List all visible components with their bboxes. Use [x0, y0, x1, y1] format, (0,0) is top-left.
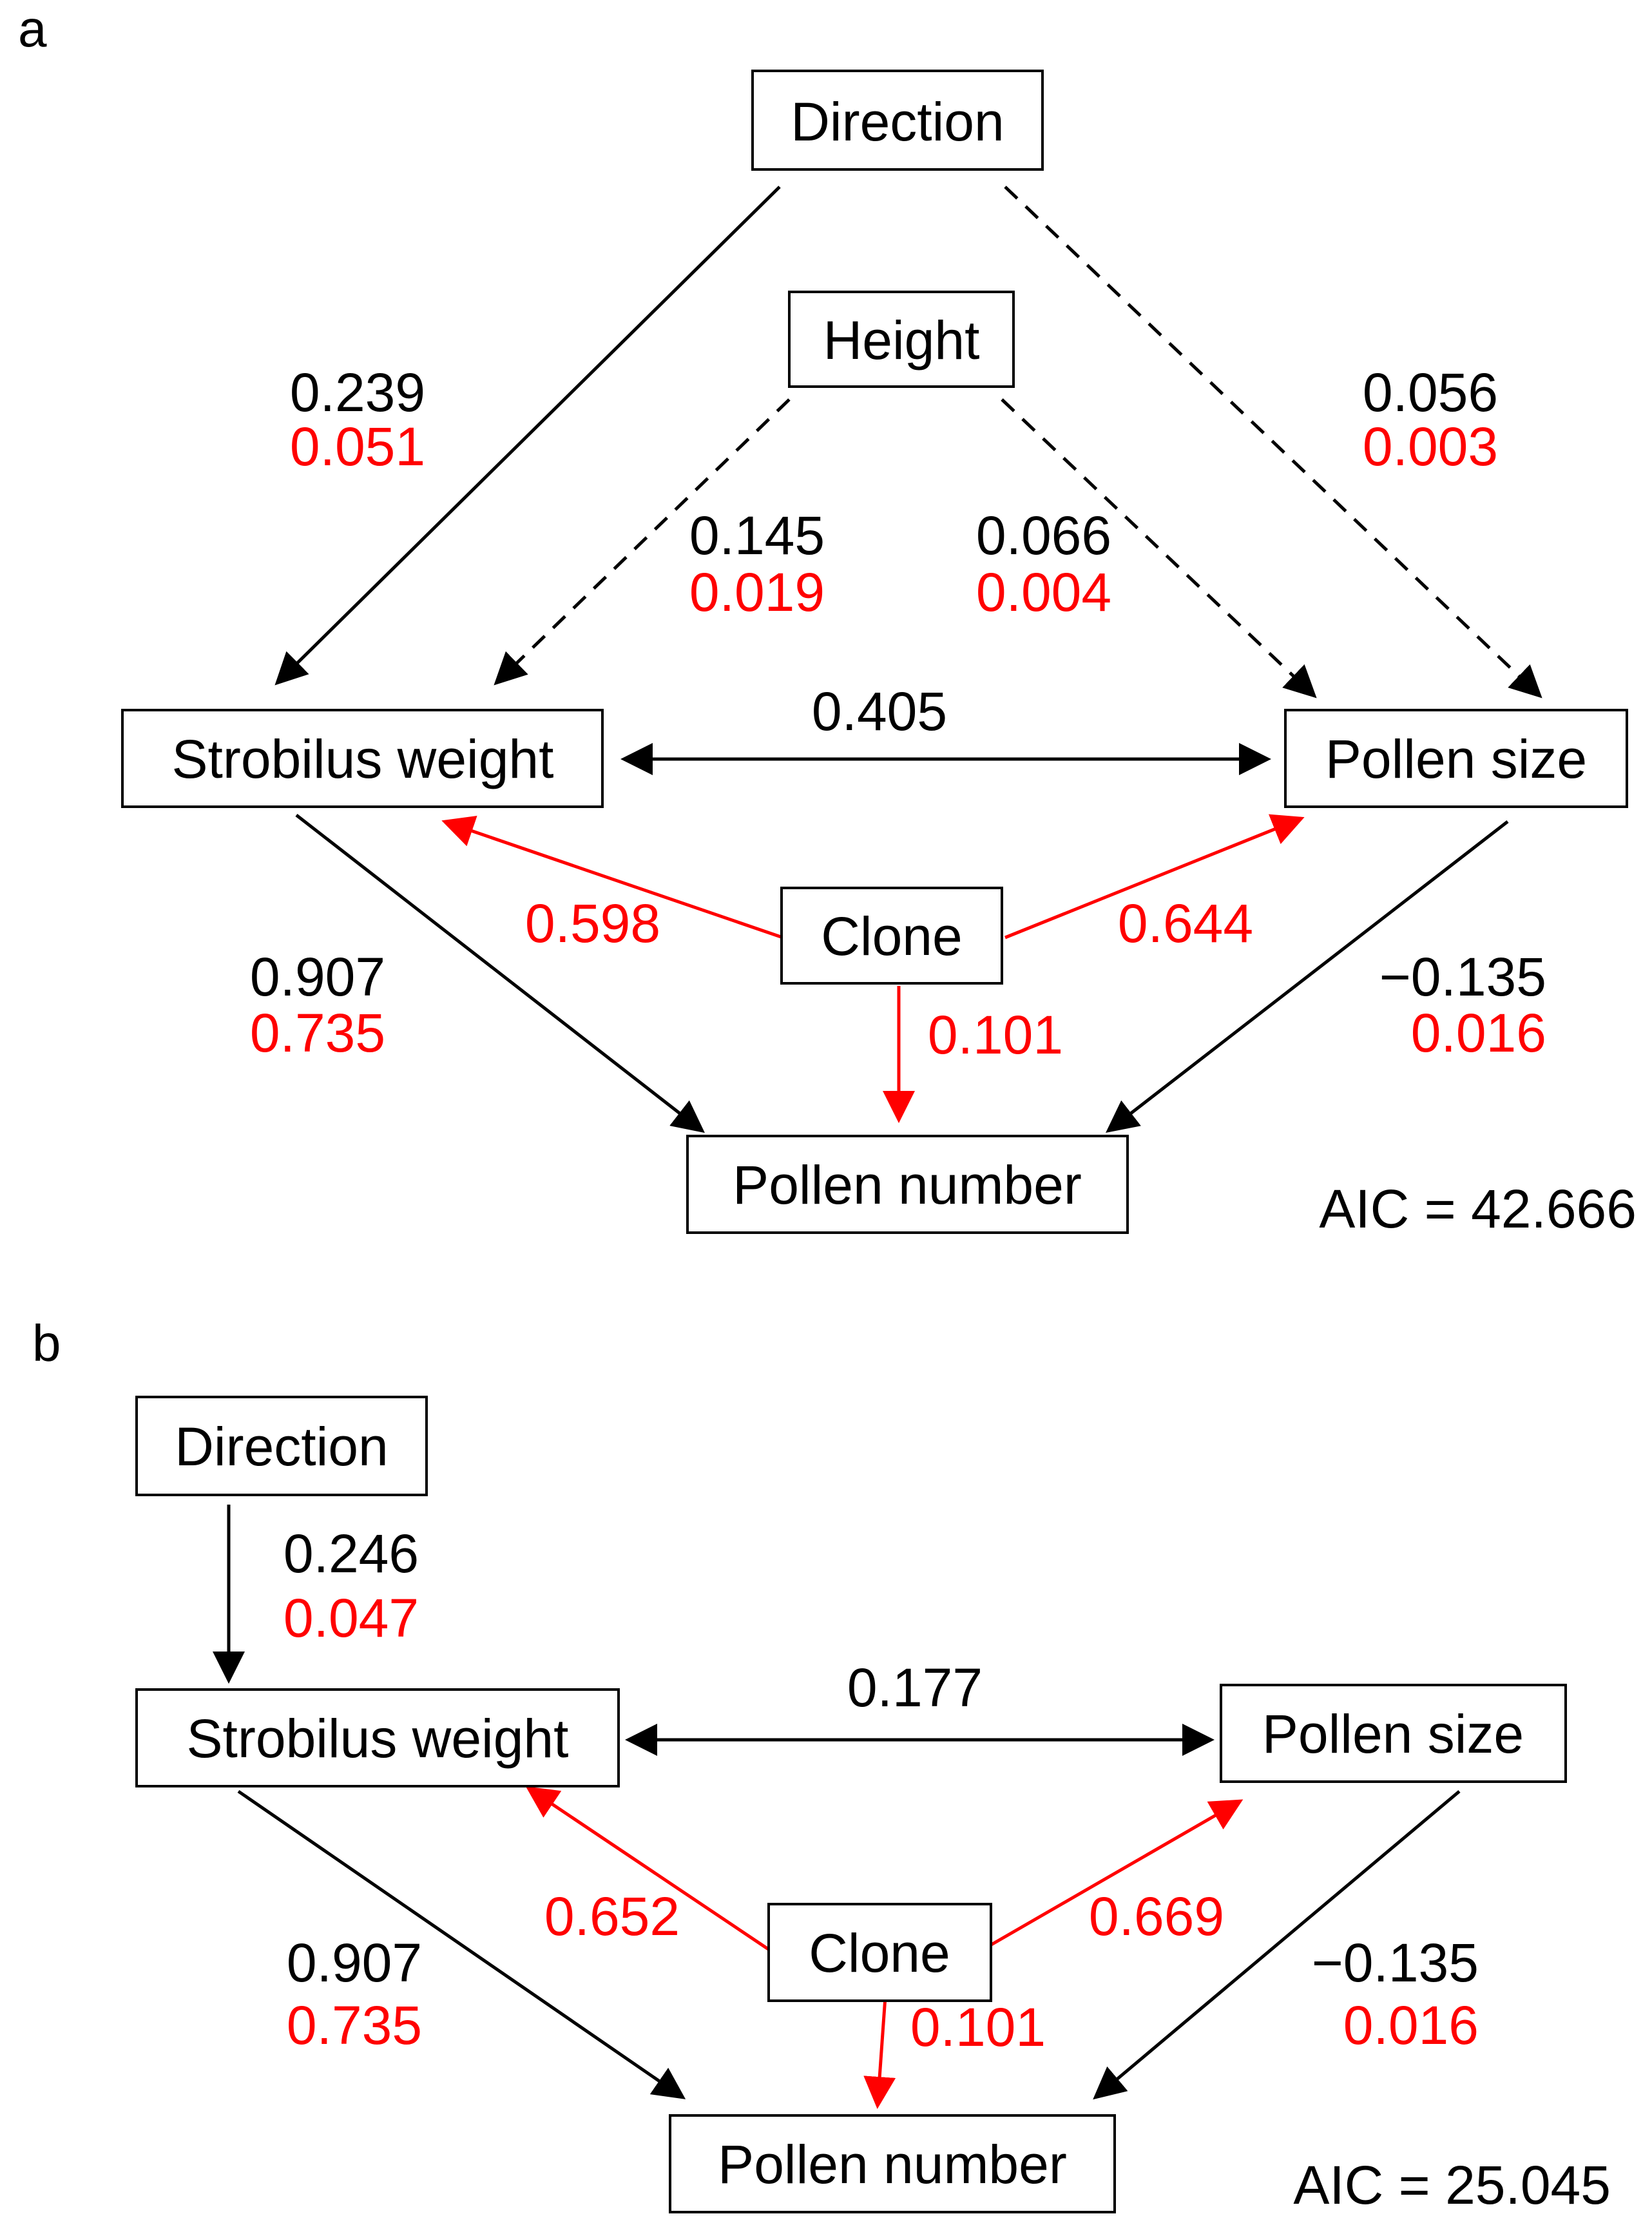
coef-b-strobilus-pollen-number: 0.907 [287, 1932, 422, 1993]
arrow-a-direction-strobilus [274, 186, 781, 686]
node-label: Pollen size [1262, 1704, 1524, 1764]
arrow-a-pollen-size-pollen-number [1106, 820, 1509, 1133]
r2-a-pollen-size-pollen-number: 0.016 [1411, 1003, 1546, 1063]
node-label: Direction [791, 92, 1004, 152]
arrow-a-strobilus-pollen-number [295, 814, 705, 1133]
node-label: Pollen size [1325, 729, 1587, 789]
r2-a-height-strobilus: 0.019 [689, 562, 825, 622]
r2-b-pollen-size-pollen-number: 0.016 [1343, 1995, 1479, 2056]
node-b-direction: Direction [135, 1396, 428, 1496]
node-label: Strobilus weight [187, 1708, 569, 1769]
arrow-a-clone-strobilus [441, 815, 783, 939]
r2-a-direction-strobilus: 0.051 [290, 416, 425, 477]
node-label: Height [823, 310, 980, 371]
panel-a: a Direction Height Strobilus weight Poll… [18, 0, 1637, 1239]
node-a-strobilus-weight: Strobilus weight [121, 709, 604, 808]
node-b-pollen-number: Pollen number [669, 2114, 1116, 2213]
node-a-clone: Clone [780, 887, 1003, 985]
coef-a-direction-pollen-size: 0.056 [1363, 362, 1498, 423]
r2-b-clone-pollen-size: 0.669 [1089, 1886, 1224, 1947]
aic-b: AIC = 25.045 [1293, 2155, 1611, 2215]
arrow-b-clone-pollen-number [863, 1987, 896, 2109]
node-b-pollen-size: Pollen size [1220, 1684, 1567, 1783]
aic-a: AIC = 42.666 [1319, 1179, 1637, 1239]
coef-b-strobilus-pollen-size: 0.177 [847, 1657, 983, 1718]
arrow-a-height-pollen-size [1001, 398, 1317, 698]
coef-a-height-strobilus: 0.145 [689, 505, 825, 566]
r2-b-clone-strobilus: 0.652 [544, 1886, 680, 1947]
coef-b-direction-strobilus: 0.246 [283, 1523, 419, 1584]
node-label: Strobilus weight [172, 729, 554, 789]
node-label: Clone [809, 1923, 950, 1983]
node-a-direction: Direction [751, 70, 1044, 171]
arrow-a-height-strobilus [494, 398, 791, 686]
r2-a-height-pollen-size: 0.004 [976, 562, 1111, 622]
panel-b-letter: b [32, 1315, 61, 1372]
node-label: Pollen number [733, 1155, 1082, 1215]
node-b-clone: Clone [767, 1903, 992, 2002]
arrow-a-direction-pollen-size [1004, 186, 1542, 698]
coef-a-strobilus-pollen-number: 0.907 [250, 947, 385, 1007]
arrow-b-pollen-size-pollen-number [1093, 1790, 1461, 2100]
coef-a-pollen-size-pollen-number: −0.135 [1379, 947, 1546, 1007]
arrow-a-clone-pollen-size [1004, 814, 1305, 939]
panel-a-letter: a [18, 0, 47, 57]
node-label: Clone [821, 906, 962, 967]
panel-b: b Direction Strobilus weight Pollen size… [32, 1315, 1611, 2215]
r2-a-clone-pollen-number: 0.101 [928, 1005, 1063, 1065]
node-a-pollen-size: Pollen size [1284, 709, 1628, 808]
r2-a-clone-strobilus: 0.598 [525, 893, 660, 954]
arrow-b-clone-pollen-size [988, 1799, 1244, 1948]
r2-b-strobilus-pollen-number: 0.735 [287, 1995, 422, 2056]
coef-a-height-pollen-size: 0.066 [976, 505, 1111, 566]
r2-a-strobilus-pollen-number: 0.735 [250, 1003, 385, 1063]
r2-a-direction-pollen-size: 0.003 [1363, 416, 1498, 477]
coef-a-strobilus-pollen-size: 0.405 [812, 681, 947, 742]
coef-b-pollen-size-pollen-number: −0.135 [1312, 1932, 1479, 1993]
node-label: Pollen number [718, 2134, 1067, 2195]
r2-a-clone-pollen-size: 0.644 [1118, 893, 1253, 954]
node-a-pollen-number: Pollen number [686, 1135, 1129, 1234]
arrow-b-clone-strobilus [525, 1786, 774, 1954]
r2-b-clone-pollen-number: 0.101 [910, 1997, 1046, 2057]
node-b-strobilus-weight: Strobilus weight [135, 1688, 620, 1787]
r2-b-direction-strobilus: 0.047 [283, 1588, 419, 1648]
node-a-height: Height [788, 291, 1015, 388]
arrow-b-strobilus-pollen-number [237, 1789, 686, 2099]
node-label: Direction [175, 1416, 388, 1477]
coef-a-direction-strobilus: 0.239 [290, 362, 425, 423]
